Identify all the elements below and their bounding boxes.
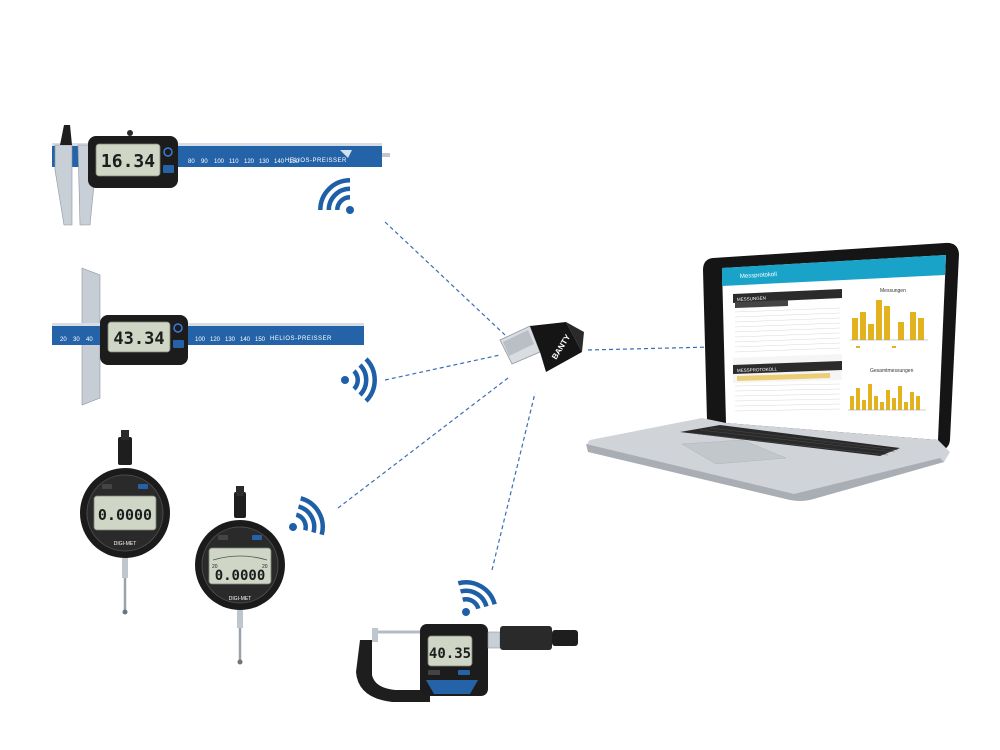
digital-micrometer: 40.35 [356, 624, 578, 702]
svg-text:130: 130 [225, 337, 236, 343]
keyboard-keys [689, 427, 899, 456]
app-header [722, 255, 946, 286]
on-button [173, 340, 184, 348]
chart-bottom-title: Gesamtmessungen [870, 368, 914, 374]
depth-gauge-scale: 20 30 40 100 120 130 140 150 [60, 337, 266, 343]
svg-text:40: 40 [86, 337, 93, 343]
protocol-table [734, 383, 841, 412]
svg-text:120: 120 [210, 337, 221, 343]
caliper-reading: 16.34 [101, 151, 155, 172]
dial-indicator-2-reading: 0.0000 [215, 568, 266, 584]
svg-text:150: 150 [289, 159, 300, 165]
depth-gauge-brand: HELIOS-PREISSER [270, 336, 332, 342]
laptop: Messprotokoll MESSUNGEN MESSPROTOKOLL [586, 242, 959, 501]
svg-text:80: 80 [188, 159, 195, 165]
svg-text:150: 150 [255, 337, 266, 343]
panel-protocol-title: MESSPROTOKOLL [737, 367, 778, 373]
chart-top-title: Messungen [880, 288, 906, 294]
digital-caliper: 16.34 80 90 100 110 120 130 140 150 HELI… [52, 125, 390, 226]
dial-indicator-1: 0.0000 DIGI-MET [80, 430, 170, 615]
usb-receiver: BANTY [499, 322, 584, 372]
dial-indicator-2: 0.0000 20 20 DIGI-MET [195, 486, 285, 665]
caliper-brand: HELIOS-PREISSER [285, 158, 347, 164]
link-laptop [587, 346, 713, 351]
svg-text:30: 30 [73, 337, 80, 343]
wifi-icon [289, 496, 325, 536]
digital-depth-gauge: 43.34 20 30 40 100 120 130 140 150 HELIO… [52, 267, 364, 406]
link-micrometer [491, 392, 536, 571]
gear-icon [173, 323, 183, 333]
connection-lines [337, 221, 713, 571]
svg-text:110: 110 [229, 159, 239, 165]
chart-top-bars [852, 300, 924, 340]
svg-text:100: 100 [195, 337, 206, 343]
link-depth-gauge [384, 354, 501, 381]
dial-indicator-2-label: DIGI-MET [229, 596, 252, 602]
micrometer-reading: 40.35 [429, 646, 471, 662]
svg-text:20: 20 [60, 337, 67, 343]
svg-text:130: 130 [259, 159, 270, 165]
dial-indicator-1-reading: 0.0000 [98, 506, 152, 524]
link-caliper [384, 221, 506, 336]
wifi-icon [341, 357, 377, 403]
link-dial-indicator [337, 377, 509, 509]
scale-right-label: 20 [262, 564, 268, 570]
svg-text:120: 120 [244, 159, 255, 165]
scale-left-label: 20 [212, 564, 218, 570]
data-table [734, 307, 841, 353]
depth-gauge-reading: 43.34 [113, 329, 164, 349]
wifi-icon [457, 580, 497, 616]
panel-measurements-title: MESSUNGEN [737, 295, 766, 302]
on-button [163, 165, 174, 173]
trackpad [681, 439, 787, 465]
gear-icon [163, 147, 173, 157]
svg-text:140: 140 [274, 159, 285, 165]
app-title: Messprotokoll [740, 272, 777, 280]
dial-indicator-1-label: DIGI-MET [114, 541, 137, 547]
wifi-icon [318, 178, 354, 214]
chart-bottom-bars [850, 384, 920, 410]
logo-icon [340, 150, 352, 158]
svg-text:100: 100 [214, 159, 225, 165]
caliper-scale: 80 90 100 110 120 130 140 150 [188, 159, 300, 165]
svg-text:90: 90 [201, 159, 208, 165]
keyboard [680, 425, 900, 456]
svg-text:140: 140 [240, 337, 251, 343]
